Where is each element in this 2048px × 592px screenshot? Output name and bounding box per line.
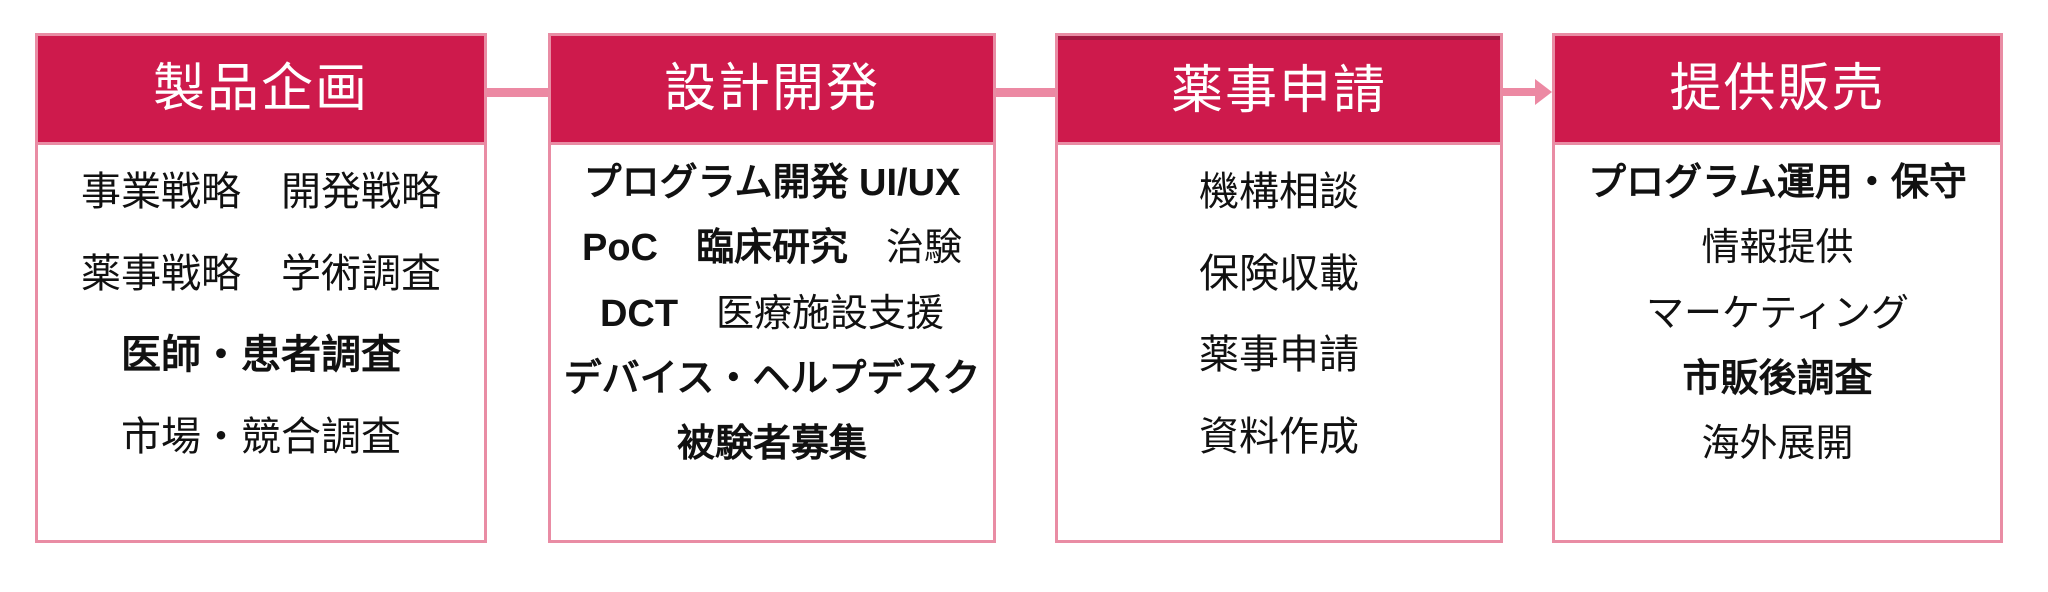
item-segment: 市場・競合調査 [121, 415, 401, 460]
stage-header: 提供販売 [1555, 36, 2000, 145]
item-segment: 被験者募集 [676, 423, 867, 466]
stage-item: 被験者募集 [676, 423, 867, 466]
item-segment: 市販後調査 [1682, 357, 1873, 400]
item-segment: 資料作成 [1199, 415, 1359, 460]
stage-item: 事業戦略 開発戦略 [81, 170, 441, 214]
stage-header: 薬事申請 [1058, 36, 1500, 145]
stage-box-regulatory-application: 薬事申請 機構相談 保険収載 薬事申請 資料作成 [1055, 33, 1503, 543]
stage-box-product-planning: 製品企画 事業戦略 開発戦略 薬事戦略 学術調査 医師・患者調査 市場・競合調査 [35, 33, 487, 543]
stage-title: 薬事申請 [1170, 62, 1387, 120]
stage-item: 機構相談 [1199, 170, 1359, 214]
connector-line-2 [996, 88, 1055, 97]
stage-box-design-development: 設計開発 プログラム開発 UI/UX PoC 臨床研究 治験 DCT 医療施設支… [548, 33, 996, 543]
stage-item: マーケティング [1646, 292, 1909, 336]
stage-item: 情報提供 [1701, 227, 1854, 270]
stage-body: プログラム運用・保守 情報提供 マーケティング 市販後調査 海外展開 [1555, 145, 2000, 540]
item-segment: プログラム運用・保守 [1588, 161, 1967, 204]
stage-item: PoC 臨床研究 治験 [581, 227, 963, 270]
item-segment: 薬事申請 [1199, 333, 1359, 378]
arrowhead-icon [1535, 79, 1552, 105]
item-segment: 治験 [848, 227, 963, 270]
connector-arrow-icon [1502, 79, 1552, 105]
item-segment: 医療施設支援 [678, 292, 945, 335]
item-segment: マーケティング [1646, 292, 1909, 335]
connector-line-1 [486, 88, 548, 97]
stage-header: 製品企画 [38, 36, 484, 145]
stage-item: 市販後調査 [1682, 357, 1873, 401]
stage-body: 機構相談 保険収載 薬事申請 資料作成 [1058, 145, 1500, 540]
stage-box-provision-sales: 提供販売 プログラム運用・保守 情報提供 マーケティング 市販後調査 海外展開 [1552, 33, 2003, 543]
stage-item: デバイス・ヘルプデスク [563, 357, 981, 401]
arrow-shaft [1502, 88, 1536, 96]
stage-title: 製品企画 [152, 60, 369, 118]
stage-item: 医師・患者調査 [121, 333, 401, 377]
stage-item: 薬事申請 [1199, 333, 1359, 377]
item-segment: 事業戦略 開発戦略 [81, 169, 441, 214]
stage-title: 提供販売 [1669, 60, 1886, 118]
stage-item: 保険収載 [1199, 252, 1359, 296]
item-segment: プログラム開発 UI/UX [583, 161, 961, 204]
stage-item: プログラム開発 UI/UX [583, 161, 961, 205]
item-segment: 薬事戦略 学術調査 [81, 251, 441, 296]
stage-body: 事業戦略 開発戦略 薬事戦略 学術調査 医師・患者調査 市場・競合調査 [38, 145, 484, 540]
item-segment: デバイス・ヘルプデスク [563, 357, 981, 400]
item-segment: 機構相談 [1199, 169, 1359, 214]
stage-title: 設計開発 [663, 60, 880, 118]
stage-item: 海外展開 [1701, 423, 1854, 466]
stage-item: DCT 医療施設支援 [599, 292, 945, 336]
stage-item: 資料作成 [1199, 415, 1359, 459]
item-segment: 保険収載 [1199, 251, 1359, 296]
stage-header: 設計開発 [551, 36, 993, 145]
item-segment: 海外展開 [1701, 423, 1854, 466]
stage-body: プログラム開発 UI/UX PoC 臨床研究 治験 DCT 医療施設支援 デバイ… [551, 145, 993, 540]
item-segment: 医師・患者調査 [121, 333, 401, 378]
stage-item: プログラム運用・保守 [1588, 161, 1967, 205]
item-segment: 臨床研究 [695, 227, 848, 270]
item-segment: DCT [599, 292, 679, 335]
item-segment: 情報提供 [1701, 227, 1854, 270]
stage-item: 薬事戦略 学術調査 [81, 252, 441, 296]
item-segment: PoC [581, 227, 696, 270]
stage-item: 市場・競合調査 [121, 415, 401, 459]
